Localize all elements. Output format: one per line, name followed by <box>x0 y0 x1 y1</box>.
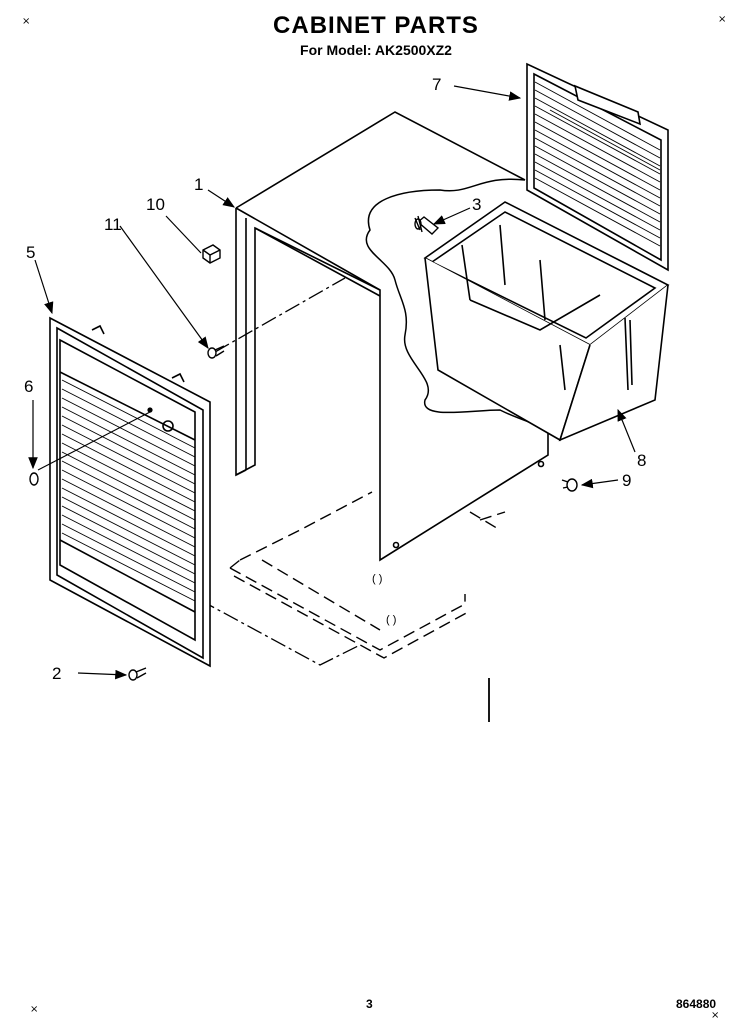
part-6-knob <box>29 472 39 486</box>
lid <box>526 62 669 272</box>
callout-1: 1 <box>194 175 203 194</box>
model-subtitle: For Model: AK2500XZ2 <box>300 42 452 58</box>
callout-5: 5 <box>26 243 35 262</box>
corner-mark-top-left: × <box>22 16 31 27</box>
callout-6: 6 <box>24 377 33 396</box>
callout-11: 11 <box>104 215 122 234</box>
part-3-bumper <box>414 215 440 235</box>
corner-mark-bottom-left: × <box>30 1004 39 1015</box>
part-9-screw <box>561 478 578 492</box>
part-11-screw <box>207 345 225 359</box>
leader-arrows <box>28 85 636 680</box>
document-number: 864880 <box>676 997 717 1011</box>
cabinet-wrapper <box>235 111 549 562</box>
hole-mark: ( ) <box>372 573 382 585</box>
callout-9: 9 <box>622 471 631 490</box>
front-grille-louvers <box>61 379 196 602</box>
callout-10: 10 <box>146 195 165 214</box>
centerline-screw-11 <box>214 277 346 353</box>
base-outline-dashed <box>229 491 506 659</box>
front-grille-panel <box>49 316 211 668</box>
callout-7: 7 <box>432 75 441 94</box>
page-number: 3 <box>366 997 373 1011</box>
centerline-base <box>199 599 361 666</box>
lid-grille <box>534 81 661 247</box>
hole-mark: ( ) <box>386 614 396 626</box>
callout-3: 3 <box>472 195 481 214</box>
corner-mark-top-right: × <box>718 14 727 25</box>
callout-2: 2 <box>52 664 61 683</box>
callout-8: 8 <box>637 451 646 470</box>
part-2-screw <box>128 667 147 681</box>
corner-mark-bottom-right: × <box>711 1010 720 1021</box>
leader-knob <box>37 411 151 471</box>
tub <box>423 201 670 442</box>
page-title: CABINET PARTS <box>273 12 479 39</box>
part-10-clip <box>202 244 221 264</box>
